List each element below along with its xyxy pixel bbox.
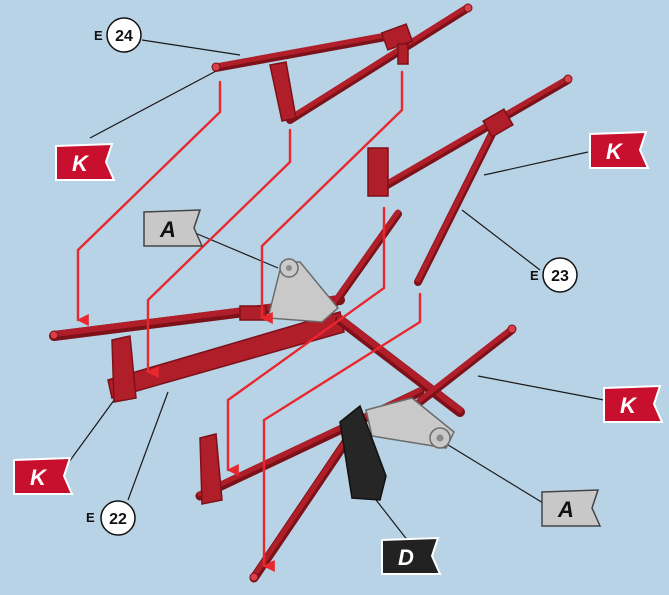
leader-k-top-left	[89, 69, 219, 139]
k-flag-icon: K	[589, 130, 650, 169]
leader-e24	[141, 39, 241, 56]
part-e22	[49, 209, 465, 417]
arrow-4	[226, 206, 386, 476]
leader-a-bottom	[439, 439, 549, 507]
callout-e23-prefix: E	[530, 268, 539, 283]
k-flag-label: K	[620, 393, 638, 418]
leader-k-mid-right	[477, 375, 605, 401]
callout-e23-number: 23	[551, 268, 569, 285]
callout-e24-prefix: E	[94, 28, 103, 43]
arrow-5	[262, 292, 422, 572]
part-d	[339, 404, 387, 501]
k-flag-icon: K	[13, 456, 74, 495]
leader-k-top-right	[483, 151, 589, 176]
d-flag-icon: D	[381, 536, 442, 575]
callout-e22-number: 22	[109, 511, 127, 528]
a-flag-icon: A	[541, 489, 602, 527]
k-flag-icon: K	[603, 384, 664, 423]
k-flag-label: K	[30, 465, 48, 490]
leader-e23	[461, 209, 541, 271]
k-flag-icon: K	[55, 142, 116, 181]
assembly-arrows	[76, 70, 422, 572]
leader-e22	[127, 391, 169, 501]
leader-lines	[65, 39, 605, 547]
callout-e24-number: 24	[115, 28, 133, 45]
clip-a-top	[267, 258, 340, 323]
callout-e22-prefix: E	[86, 510, 95, 525]
arrow-1	[76, 80, 222, 326]
part-e24	[211, 3, 473, 124]
k-flag-label: K	[606, 139, 624, 164]
callout-e22: E 22	[86, 500, 136, 536]
leader-k-bottom-left	[65, 391, 121, 467]
clip-a-bottom	[365, 397, 455, 449]
a-flag-label: A	[557, 497, 574, 522]
a-flag-label: A	[159, 217, 176, 242]
part-e23	[367, 74, 573, 286]
arrow-2	[146, 128, 292, 378]
callout-e24: E 24	[94, 17, 142, 53]
callout-e23: E 23	[530, 257, 578, 293]
a-flag-icon: A	[143, 209, 204, 247]
d-flag-label: D	[398, 545, 414, 570]
k-flag-label: K	[72, 151, 90, 176]
arrow-3	[260, 70, 404, 324]
